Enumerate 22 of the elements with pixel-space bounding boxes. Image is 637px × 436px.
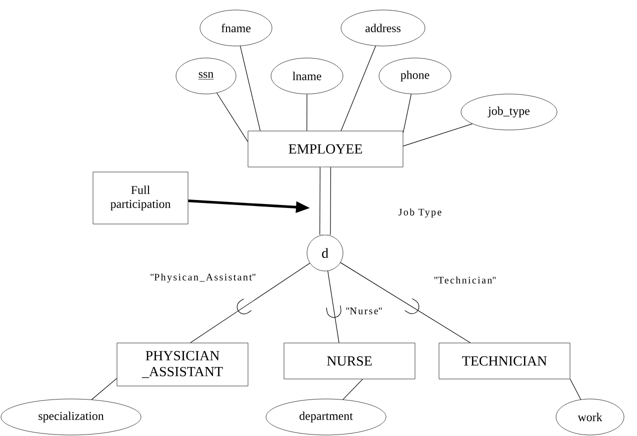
connector-line: [306, 94, 308, 132]
note-box: Full participation: [92, 172, 188, 224]
subset-line: [340, 262, 471, 344]
entity-box: PHYSICIAN _ASSISTANT: [116, 342, 248, 386]
double-line: [320, 167, 332, 235]
connector-line: [240, 46, 261, 132]
connector-line: [342, 378, 363, 400]
subset-line: [190, 262, 310, 344]
connector-line: [216, 92, 248, 142]
entity-box: TECHNICIAN: [438, 342, 570, 380]
connector-line: [340, 46, 376, 132]
edge-label: "Technician": [432, 276, 498, 284]
edge-label: "Nurse": [344, 306, 384, 316]
connector-line: [91, 378, 118, 400]
entity-box: EMPLOYEE: [248, 130, 404, 168]
connector-line: [570, 378, 582, 400]
connector-line: [402, 124, 473, 146]
annotation-label: Job Type: [398, 208, 442, 218]
subset-line: [326, 270, 342, 344]
entity-box: NURSE: [284, 342, 416, 380]
edge-label: "Physican_Assistant": [149, 272, 257, 284]
connector-line: [402, 94, 412, 133]
